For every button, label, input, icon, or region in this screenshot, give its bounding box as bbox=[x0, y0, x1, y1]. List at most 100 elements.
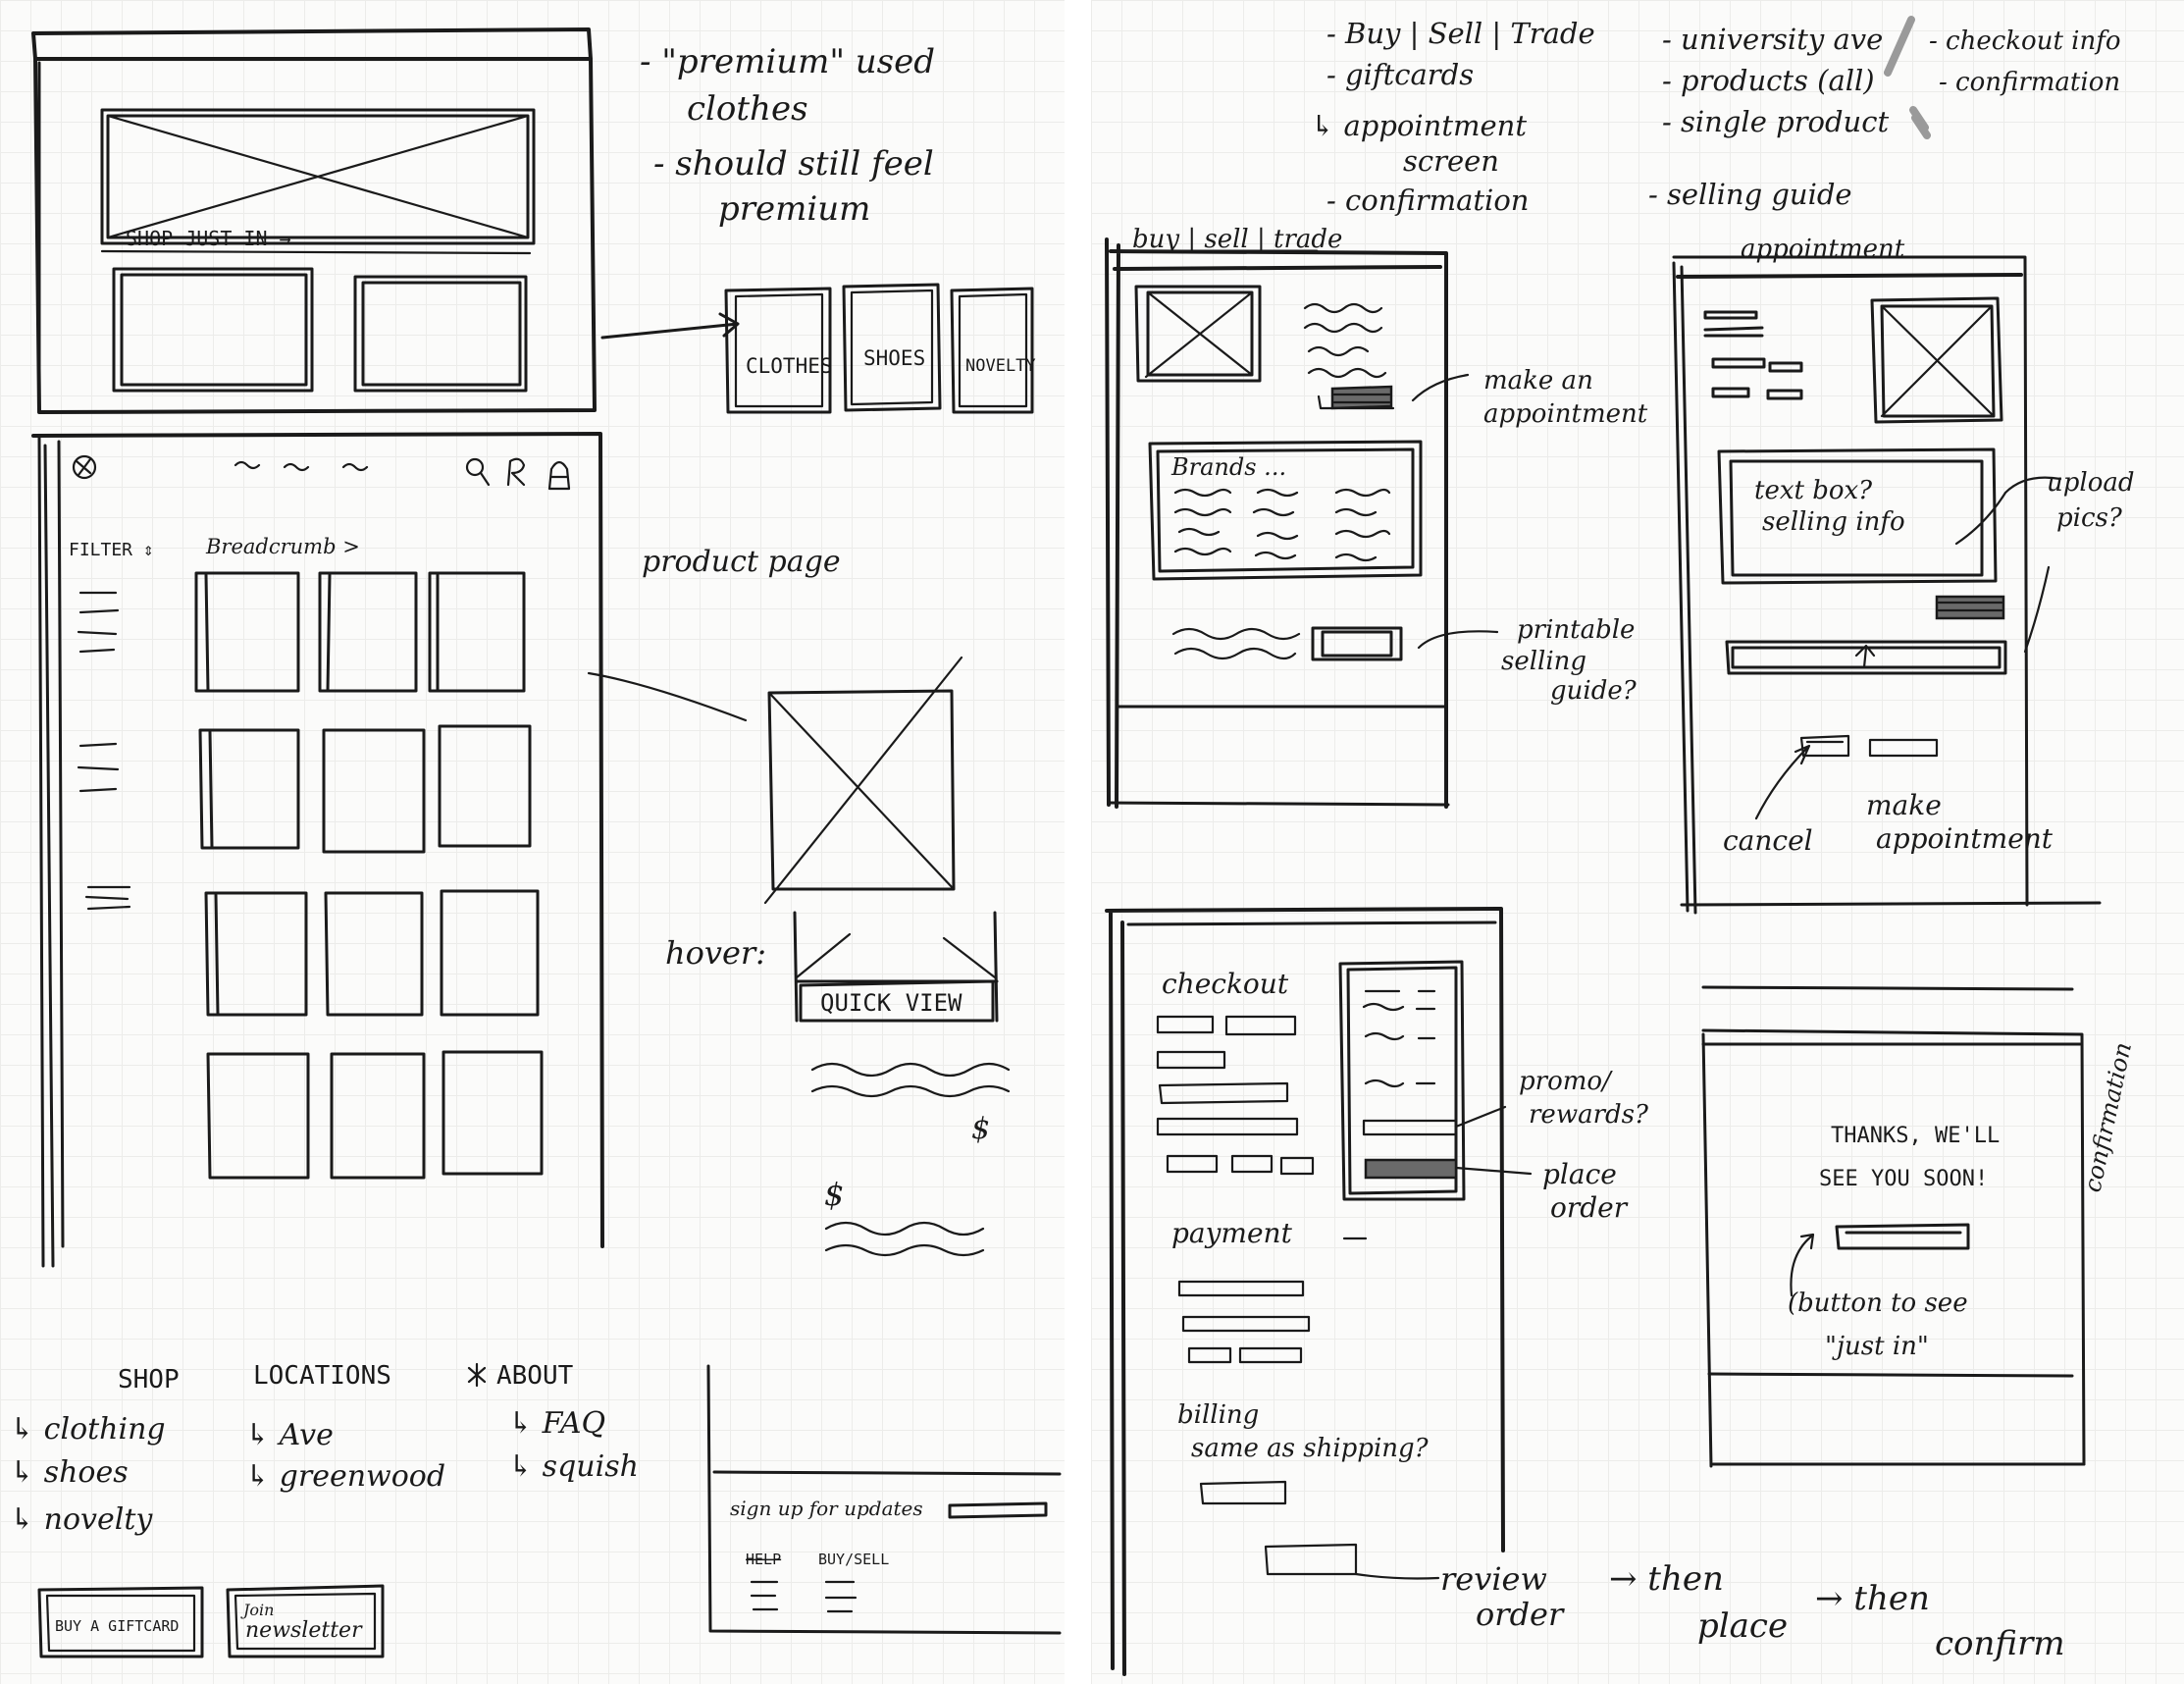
svg-text:- Buy | Sell | Trade: - Buy | Sell | Trade bbox=[1326, 17, 1595, 50]
footer-sketch: SHOP ↳ clothing ↳ shoes ↳ novelty LOCATI… bbox=[10, 1361, 1060, 1657]
footer-link-ave[interactable]: ↳ Ave bbox=[245, 1418, 334, 1452]
category-shoes[interactable]: SHOES bbox=[863, 346, 925, 370]
shipping-fields[interactable] bbox=[1158, 1017, 1313, 1174]
footer-link-clothing[interactable]: ↳ clothing bbox=[10, 1412, 166, 1447]
footer-col-shop-head: SHOP bbox=[118, 1365, 180, 1395]
promo-field[interactable] bbox=[1364, 1121, 1456, 1134]
category-novelty[interactable]: NOVELTY bbox=[965, 356, 1036, 376]
svg-text:premium: premium bbox=[718, 189, 870, 229]
filter-group-1[interactable] bbox=[78, 593, 118, 652]
category-clothes[interactable]: CLOTHES bbox=[746, 354, 833, 378]
svg-text:rewards?: rewards? bbox=[1529, 1100, 1649, 1130]
svg-text:place: place bbox=[1697, 1606, 1788, 1646]
svg-text:"just in": "just in" bbox=[1825, 1332, 1929, 1361]
svg-text:- should still feel: - should still feel bbox=[653, 144, 934, 184]
place-order-button[interactable] bbox=[1366, 1160, 1456, 1178]
footer-link-greenwood[interactable]: ↳ greenwood bbox=[245, 1459, 445, 1494]
svg-text:appointment: appointment bbox=[1483, 399, 1648, 429]
svg-text:review: review bbox=[1440, 1560, 1547, 1598]
feature-tile-right bbox=[355, 277, 526, 391]
svg-text:- checkout info: - checkout info bbox=[1929, 26, 2121, 56]
signup-input[interactable] bbox=[950, 1503, 1046, 1517]
footer-link-squish[interactable]: ↳ squish bbox=[508, 1449, 639, 1484]
payment-fields[interactable] bbox=[1179, 1282, 1309, 1362]
svg-text:→ then: → then bbox=[1609, 1559, 1724, 1599]
quick-view-button[interactable]: QUICK VIEW bbox=[820, 989, 962, 1017]
svg-text:- giftcards: - giftcards bbox=[1326, 58, 1474, 91]
svg-text:↳ appointment: ↳ appointment bbox=[1311, 109, 1527, 142]
appointment-wireframe: appointment text box? selling info uploa… bbox=[1674, 235, 2135, 989]
appointment-title: appointment bbox=[1741, 235, 1905, 264]
category-tiles: CLOTHES SHOES NOVELTY bbox=[726, 285, 1036, 412]
svg-text:place: place bbox=[1542, 1158, 1617, 1190]
checkout-title: checkout bbox=[1162, 968, 1289, 1000]
svg-text:Join: Join bbox=[240, 1601, 274, 1619]
filter-group-2[interactable] bbox=[78, 744, 118, 791]
billing-same-as-shipping[interactable]: same as shipping? bbox=[1191, 1434, 1430, 1463]
product-title-lines bbox=[812, 1064, 1009, 1096]
account-icon[interactable] bbox=[508, 459, 524, 485]
search-icon[interactable] bbox=[467, 459, 489, 485]
svg-text:selling: selling bbox=[1501, 647, 1586, 676]
confirmation-wireframe: THANKS, WE'LL SEE YOU SOON! (button to s… bbox=[1703, 1030, 2137, 1466]
make-appointment-button[interactable] bbox=[1332, 387, 1391, 408]
svg-text:- "premium" used: - "premium" used bbox=[640, 42, 935, 81]
review-order-button[interactable] bbox=[1266, 1545, 1356, 1574]
svg-text:selling info: selling info bbox=[1762, 507, 1905, 537]
svg-text:text box?: text box? bbox=[1754, 476, 1873, 505]
arrow-to-categories bbox=[602, 314, 738, 338]
connector-product-page bbox=[589, 673, 746, 720]
brands-heading: Brands ... bbox=[1170, 453, 1286, 481]
svg-text:pics?: pics? bbox=[2056, 503, 2123, 533]
filter-label[interactable]: FILTER ⇕ bbox=[69, 540, 154, 560]
asterisk-icon bbox=[469, 1364, 485, 1386]
svg-text:screen: screen bbox=[1403, 144, 1499, 178]
join-newsletter-button[interactable]: Join newsletter bbox=[228, 1586, 383, 1657]
brands-box: Brands ... bbox=[1150, 442, 1421, 579]
svg-text:- single product: - single product bbox=[1662, 105, 1889, 138]
svg-text:order: order bbox=[1476, 1596, 1565, 1633]
mini-footer-sketch: sign up for updates HELP BUY/SELL bbox=[708, 1366, 1060, 1633]
breadcrumb[interactable]: Breadcrumb > bbox=[205, 535, 360, 558]
page-plan-list: - Buy | Sell | Trade - giftcards ↳ appoi… bbox=[1311, 17, 2121, 217]
printable-guide-button[interactable] bbox=[1313, 628, 1401, 659]
filter-group-3[interactable] bbox=[86, 887, 130, 909]
footer-link-novelty[interactable]: ↳ novelty bbox=[10, 1502, 153, 1537]
billing-field[interactable] bbox=[1201, 1482, 1285, 1503]
svg-text:cancel: cancel bbox=[1723, 824, 1813, 857]
svg-text:BUY A GIFTCARD: BUY A GIFTCARD bbox=[55, 1617, 179, 1635]
footer-link-faq[interactable]: ↳ FAQ bbox=[508, 1406, 605, 1441]
svg-text:HELP: HELP bbox=[746, 1551, 781, 1568]
price-lines bbox=[826, 1223, 983, 1255]
footer-col-about-head: ABOUT bbox=[496, 1361, 574, 1391]
upload-button[interactable] bbox=[1937, 597, 2003, 618]
confirmation-side-label: confirmation bbox=[2078, 1040, 2137, 1195]
see-just-in-button[interactable] bbox=[1837, 1225, 1968, 1248]
make-appointment-confirm-button[interactable] bbox=[1870, 740, 1937, 756]
svg-text:printable: printable bbox=[1517, 615, 1635, 645]
buy-giftcard-button[interactable]: BUY A GIFTCARD bbox=[39, 1588, 202, 1657]
svg-text:appointment: appointment bbox=[1876, 822, 2054, 855]
cart-icon[interactable] bbox=[549, 462, 569, 489]
pencil-scribble bbox=[1888, 20, 1927, 135]
svg-text:- selling guide: - selling guide bbox=[1648, 178, 1852, 211]
svg-text:- products (all): - products (all) bbox=[1662, 64, 1875, 97]
svg-text:order: order bbox=[1550, 1191, 1629, 1224]
shop-just-in-link[interactable]: SHOP JUST IN → bbox=[126, 227, 291, 250]
selling-info-textbox[interactable]: text box? selling info bbox=[1719, 449, 1996, 583]
hover-label: hover: bbox=[665, 934, 766, 972]
payment-heading: payment bbox=[1171, 1217, 1293, 1249]
buy-sell-trade-wireframe: buy | sell | trade make an appointment B… bbox=[1107, 225, 1648, 807]
bst-image-placeholder bbox=[1136, 287, 1260, 381]
svg-text:clothes: clothes bbox=[687, 89, 808, 129]
svg-text:$: $ bbox=[971, 1112, 990, 1146]
svg-text:(button to see: (button to see bbox=[1788, 1289, 1968, 1318]
premium-notes: - "premium" used clothes - should still … bbox=[640, 42, 935, 229]
nav-menu-links[interactable] bbox=[235, 462, 367, 470]
product-grid bbox=[196, 573, 542, 1178]
bst-copy-lines bbox=[1305, 304, 1385, 377]
footer-link-shoes[interactable]: ↳ shoes bbox=[10, 1455, 129, 1490]
svg-text:- confirmation: - confirmation bbox=[1326, 184, 1529, 217]
svg-text:upload: upload bbox=[2047, 468, 2135, 498]
svg-text:guide?: guide? bbox=[1550, 676, 1638, 706]
